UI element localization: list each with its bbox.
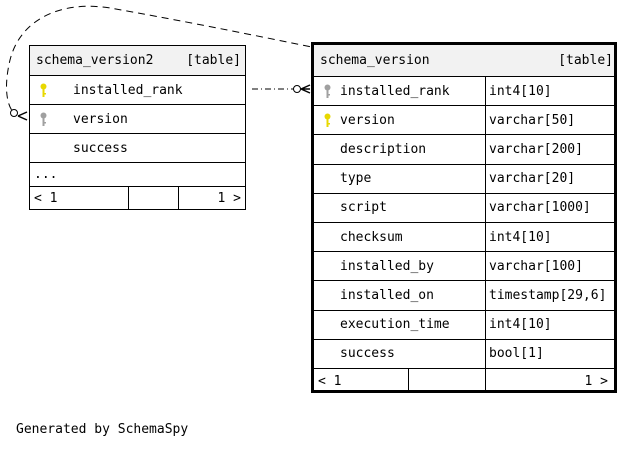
divider xyxy=(485,164,486,193)
column-row[interactable]: success xyxy=(30,133,245,162)
divider xyxy=(485,281,486,310)
column-name: installed_on xyxy=(340,287,434,303)
pagination-row: < 1 1 > xyxy=(314,368,614,393)
relationship-start-circle xyxy=(10,109,18,117)
column-name: installed_by xyxy=(340,258,434,274)
relationship-start-crowfoot xyxy=(17,111,28,121)
column-name: description xyxy=(340,141,427,157)
divider xyxy=(485,135,486,164)
primary-key-icon xyxy=(40,83,47,97)
next-page-button[interactable]: 1 > xyxy=(584,373,608,389)
relationship-end-circle xyxy=(293,85,301,93)
column-row[interactable]: success bool[1] xyxy=(314,338,614,368)
column-row[interactable]: installed_rank xyxy=(30,75,245,104)
column-row[interactable]: installed_by varchar[100] xyxy=(314,251,614,281)
table-kind: [table] xyxy=(558,53,613,68)
column-row[interactable]: description varchar[200] xyxy=(314,134,614,164)
divider xyxy=(485,310,486,339)
generated-by-footer: Generated by SchemaSpy xyxy=(16,422,189,437)
more-indicator: ... xyxy=(34,167,58,182)
column-name: type xyxy=(340,171,372,187)
table-header: schema_version [table] xyxy=(314,45,614,76)
column-type: varchar[20] xyxy=(489,171,576,187)
divider xyxy=(178,187,179,210)
table-header: schema_version2 [table] xyxy=(30,46,245,75)
column-name: installed_rank xyxy=(340,83,450,99)
relationship-end-crowfoot xyxy=(300,84,311,94)
divider xyxy=(485,339,486,368)
column-name: execution_time xyxy=(340,317,450,333)
table-name: schema_version2 xyxy=(36,53,154,68)
column-row[interactable]: version varchar[50] xyxy=(314,105,614,135)
next-page-button[interactable]: 1 > xyxy=(217,191,241,206)
column-row[interactable]: checksum int4[10] xyxy=(314,222,614,252)
column-row[interactable]: script varchar[1000] xyxy=(314,192,614,222)
divider xyxy=(408,369,409,393)
column-type: int4[10] xyxy=(489,229,552,245)
pagination-row: < 1 1 > xyxy=(30,186,245,210)
column-name: success xyxy=(340,346,395,362)
divider xyxy=(485,77,486,106)
foreign-key-icon xyxy=(324,84,331,98)
divider xyxy=(485,369,486,393)
divider xyxy=(485,223,486,252)
divider xyxy=(485,193,486,222)
foreign-key-icon xyxy=(40,112,47,126)
column-type: varchar[100] xyxy=(489,258,583,274)
table-name: schema_version xyxy=(320,53,430,68)
prev-page-button[interactable]: < 1 xyxy=(318,373,342,389)
primary-key-icon xyxy=(324,113,331,128)
divider xyxy=(485,106,486,135)
relationship-version xyxy=(6,5,615,117)
column-type: int4[10] xyxy=(489,83,552,99)
column-type: timestamp[29,6] xyxy=(489,287,607,303)
column-type: varchar[200] xyxy=(489,141,583,157)
divider xyxy=(485,252,486,281)
column-name: version xyxy=(340,112,395,128)
more-columns-row: ... xyxy=(30,162,245,186)
column-name: version xyxy=(73,111,128,127)
column-row[interactable]: installed_on timestamp[29,6] xyxy=(314,280,614,310)
column-type: bool[1] xyxy=(489,346,544,362)
table-schema-version2[interactable]: schema_version2 [table] installed_rank v… xyxy=(29,45,246,210)
column-type: varchar[50] xyxy=(489,112,576,128)
column-name: script xyxy=(340,200,387,216)
column-name: installed_rank xyxy=(73,82,183,98)
divider xyxy=(128,187,129,210)
column-row[interactable]: execution_time int4[10] xyxy=(314,309,614,339)
prev-page-button[interactable]: < 1 xyxy=(34,191,58,206)
column-row[interactable]: version xyxy=(30,104,245,133)
column-type: int4[10] xyxy=(489,317,552,333)
column-row[interactable]: type varchar[20] xyxy=(314,163,614,193)
table-kind: [table] xyxy=(186,53,241,68)
column-name: success xyxy=(73,140,128,156)
column-row[interactable]: installed_rank int4[10] xyxy=(314,76,614,106)
column-type: varchar[1000] xyxy=(489,200,591,216)
column-name: checksum xyxy=(340,229,403,245)
